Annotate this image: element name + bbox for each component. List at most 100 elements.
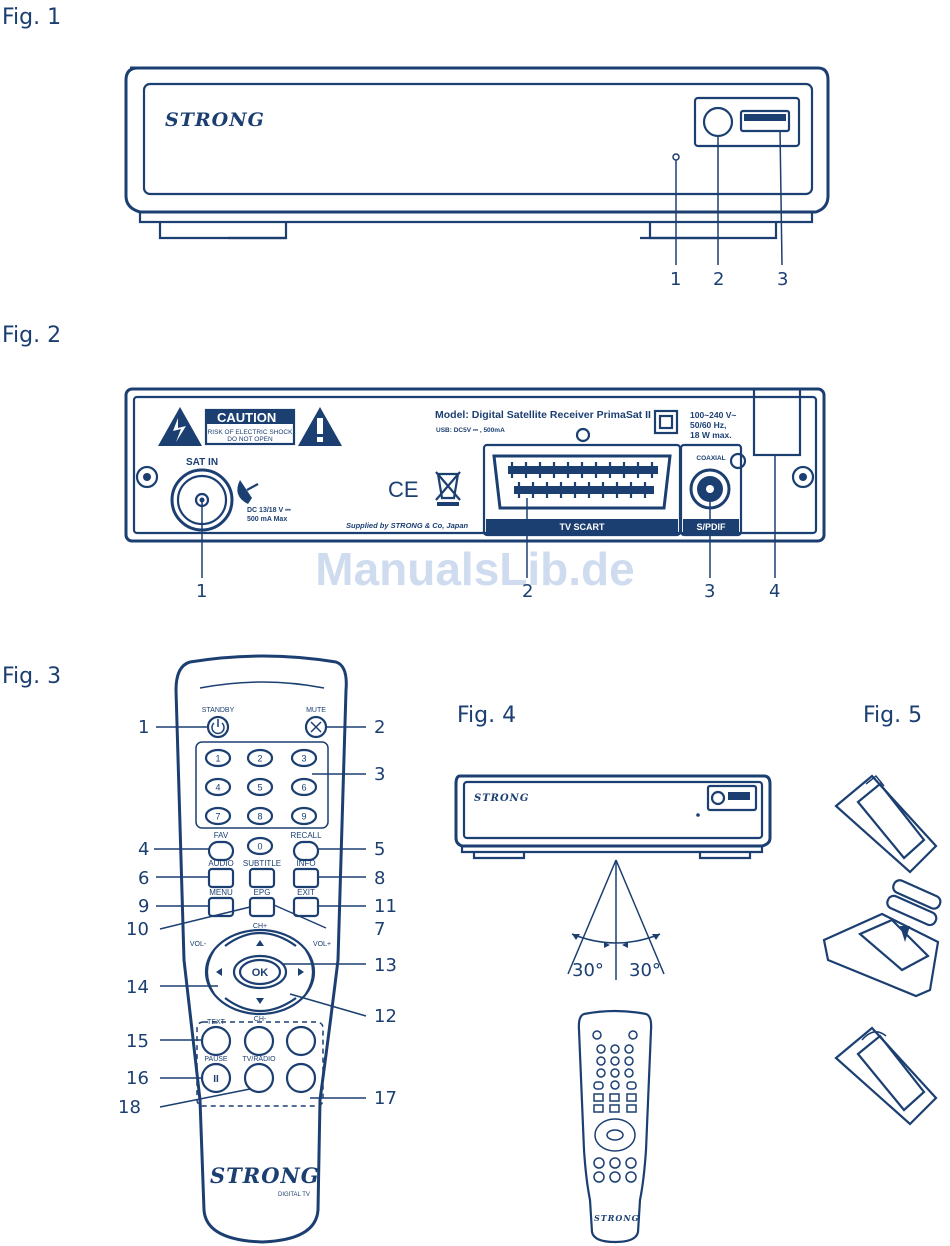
remote-callout-6: 6 bbox=[138, 868, 149, 889]
digit-label-8: 8 bbox=[257, 812, 262, 822]
digit-key-4 bbox=[204, 777, 232, 797]
digit-key-7 bbox=[204, 806, 232, 826]
digit-label-2: 2 bbox=[257, 754, 262, 764]
power-rating-2: 50/60 Hz, bbox=[690, 420, 726, 430]
power-rating-1: 100~240 V~ bbox=[690, 410, 736, 420]
remote-callout-11: 11 bbox=[374, 896, 397, 917]
caution-line-1: RISK OF ELECTRIC SHOCK bbox=[208, 429, 294, 436]
fig4-logo: STRONG bbox=[474, 793, 529, 804]
digit-label-1: 1 bbox=[215, 754, 220, 764]
audio-label: AUDIO bbox=[208, 859, 233, 868]
pause-label: PAUSE bbox=[204, 1056, 228, 1063]
digit-label-6: 6 bbox=[301, 783, 306, 793]
digit-key-8 bbox=[246, 806, 274, 826]
front-panel-logo: STRONG bbox=[165, 109, 265, 131]
remote-callout-13: 13 bbox=[374, 955, 397, 976]
fig1-callout-3: 3 bbox=[777, 269, 788, 290]
pause-symbol: II bbox=[213, 1074, 219, 1085]
vol-plus-label: VOL+ bbox=[313, 941, 331, 948]
fig4-title: Fig. 4 bbox=[457, 703, 516, 728]
vol-minus-label: VOL- bbox=[190, 941, 207, 948]
dc-rating-1: DC 13/18 V ⎓ bbox=[247, 507, 291, 514]
digit-label-7: 7 bbox=[215, 812, 220, 822]
fig1-callout-1: 1 bbox=[670, 269, 681, 290]
menu-label: MENU bbox=[209, 888, 233, 897]
angle-right: 30° bbox=[629, 960, 661, 981]
remote-callout-10: 10 bbox=[126, 919, 149, 940]
fav-label: FAV bbox=[214, 831, 229, 840]
digit-label-0: 0 bbox=[257, 842, 262, 852]
info-label: INFO bbox=[296, 859, 315, 868]
remote-callout-4: 4 bbox=[138, 839, 149, 860]
exit-label: EXIT bbox=[297, 888, 315, 897]
fig5-battery-open bbox=[834, 774, 938, 874]
epg-label: EPG bbox=[254, 888, 271, 897]
caution-title: CAUTION bbox=[217, 410, 276, 425]
fig5-battery-insert bbox=[822, 879, 942, 998]
remote-callout-15: 15 bbox=[126, 1031, 149, 1052]
digit-key-2 bbox=[246, 748, 274, 768]
model-label: Model: Digital Satellite Receiver PrimaS… bbox=[435, 409, 651, 421]
ok-label: OK bbox=[252, 967, 269, 979]
remote-callout-8: 8 bbox=[374, 868, 385, 889]
remote-callout-7: 7 bbox=[374, 919, 385, 940]
supplied-by: Supplied by STRONG & Co, Japan bbox=[346, 521, 469, 530]
usb-rating: USB: DC5V ⎓ , 500mA bbox=[436, 427, 505, 434]
digit-key-1 bbox=[204, 748, 232, 768]
fig1-callout-2: 2 bbox=[713, 269, 724, 290]
digit-key-3 bbox=[290, 748, 318, 768]
sat-in-label: SAT IN bbox=[186, 457, 218, 468]
remote-callout-9: 9 bbox=[138, 896, 149, 917]
tv-radio-label: TV/RADIO bbox=[242, 1056, 276, 1063]
tv-scart-label: TV SCART bbox=[560, 522, 606, 532]
angle-left: 30° bbox=[572, 960, 604, 981]
digit-key-9 bbox=[290, 806, 318, 826]
remote-callout-2: 2 bbox=[374, 717, 385, 738]
fig2-callout-2: 2 bbox=[522, 581, 533, 602]
fig1-title: Fig. 1 bbox=[2, 5, 61, 30]
remote-callout-12: 12 bbox=[374, 1006, 397, 1027]
coaxial-label: COAXIAL bbox=[696, 455, 725, 462]
fig2-title: Fig. 2 bbox=[2, 323, 61, 348]
remote-callout-14: 14 bbox=[126, 977, 149, 998]
fig4-remote-drawing bbox=[577, 1009, 653, 1244]
fig2-callout-1: 1 bbox=[196, 581, 207, 602]
fig4-receiver-drawing bbox=[454, 774, 772, 980]
remote-callout-3: 3 bbox=[374, 764, 385, 785]
fig5-battery-close bbox=[834, 1026, 938, 1126]
digit-key-5 bbox=[246, 777, 274, 797]
digit-label-3: 3 bbox=[301, 754, 306, 764]
fig5-title: Fig. 5 bbox=[863, 703, 922, 728]
ce-mark: CE bbox=[388, 477, 419, 502]
ch-minus-label: CH- bbox=[254, 1016, 267, 1023]
remote-callout-18: 18 bbox=[118, 1097, 141, 1118]
remote-logo-sub: DIGITAL TV bbox=[278, 1192, 310, 1198]
fig4-remote-logo: STRONG bbox=[594, 1213, 640, 1223]
remote-logo: STRONG bbox=[210, 1163, 320, 1188]
digit-label-4: 4 bbox=[215, 783, 220, 793]
remote-callout-5: 5 bbox=[374, 839, 385, 860]
remote-callout-17: 17 bbox=[374, 1088, 397, 1109]
caution-line-2: DO NOT OPEN bbox=[227, 436, 273, 443]
front-panel-drawing bbox=[124, 66, 830, 266]
fig2-callout-4: 4 bbox=[769, 581, 780, 602]
rear-panel-drawing bbox=[124, 387, 826, 578]
digit-key-6 bbox=[290, 777, 318, 797]
remote-callout-16: 16 bbox=[126, 1068, 149, 1089]
subtitle-label: SUBTITLE bbox=[243, 859, 281, 868]
ch-plus-label: CH+ bbox=[253, 923, 267, 930]
digit-label-5: 5 bbox=[257, 783, 262, 793]
remote-drawing bbox=[154, 654, 367, 1244]
digit-key-0 bbox=[246, 836, 274, 856]
power-rating-3: 18 W max. bbox=[690, 430, 732, 440]
recall-label: RECALL bbox=[290, 831, 322, 840]
spdif-label: S/PDIF bbox=[696, 522, 726, 532]
digit-label-9: 9 bbox=[301, 812, 306, 822]
remote-callout-1: 1 bbox=[138, 717, 149, 738]
dc-rating-2: 500 mA Max bbox=[247, 516, 287, 523]
fig3-title: Fig. 3 bbox=[2, 664, 61, 689]
text-label: TEXT bbox=[207, 1019, 226, 1026]
fig2-callout-3: 3 bbox=[704, 581, 715, 602]
